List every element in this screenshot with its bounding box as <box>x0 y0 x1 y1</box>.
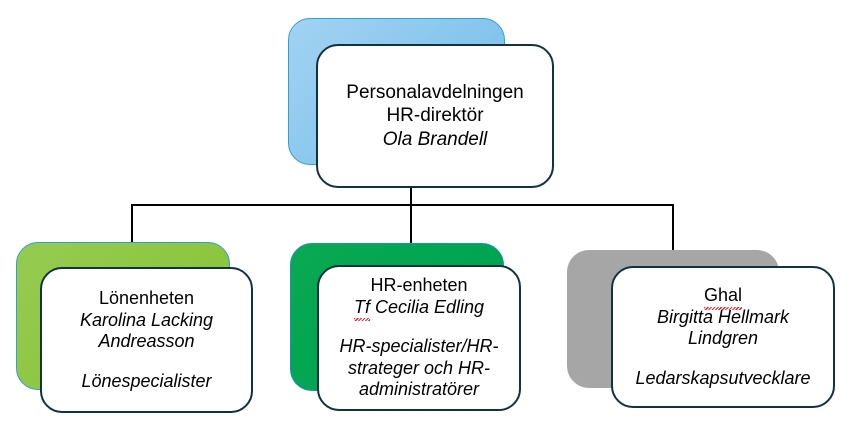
node-left-line-4: Lönespecialister <box>81 370 212 391</box>
node-hr-enheten[interactable]: HR-enheten Tf Cecilia Edling HR-speciali… <box>317 265 521 411</box>
connector-branch-middle <box>410 204 412 246</box>
node-right-line-4: Ledarskapsutvecklare <box>635 367 811 388</box>
node-personalavdelningen[interactable]: Personalavdelningen HR-direktör Ola Bran… <box>316 44 554 188</box>
node-middle-line-2-rest: Cecilia Edling <box>369 296 485 317</box>
spellcheck-underline-ghal: Ghal <box>703 284 743 310</box>
node-left-line-2: Karolina Lacking <box>79 309 214 330</box>
node-right-line-1: Ghal <box>703 284 743 310</box>
connector-branch-right <box>672 204 674 252</box>
node-right-line-3: Lindgren <box>687 328 759 349</box>
node-middle-line-2: Tf Cecilia Edling <box>353 296 485 322</box>
node-root-line-1: Personalavdelningen <box>346 82 524 104</box>
node-left-line-3: Andreasson <box>98 331 195 352</box>
connector-horizontal-bus <box>131 204 674 206</box>
node-root-line-3: Ola Brandell <box>382 128 488 150</box>
node-middle-line-4: strateger och HR- <box>347 357 491 378</box>
connector-branch-left <box>131 204 133 244</box>
node-root-line-2: HR-direktör <box>386 105 484 127</box>
node-middle-line-3: HR-specialister/HR- <box>339 335 499 356</box>
node-ghal[interactable]: Ghal Birgitta Hellmark Lindgren Ledarska… <box>611 266 835 408</box>
node-middle-line-5: administratörer <box>358 379 480 400</box>
node-middle-line-1: HR-enheten <box>370 274 468 295</box>
node-left-line-1: Lönenheten <box>98 287 195 308</box>
connector-root-stem <box>410 186 412 206</box>
node-right-line-2: Birgitta Hellmark <box>656 306 790 327</box>
node-lonenheten[interactable]: Lönenheten Karolina Lacking Andreasson L… <box>40 267 253 413</box>
spellcheck-underline-tf: Tf <box>353 296 370 322</box>
